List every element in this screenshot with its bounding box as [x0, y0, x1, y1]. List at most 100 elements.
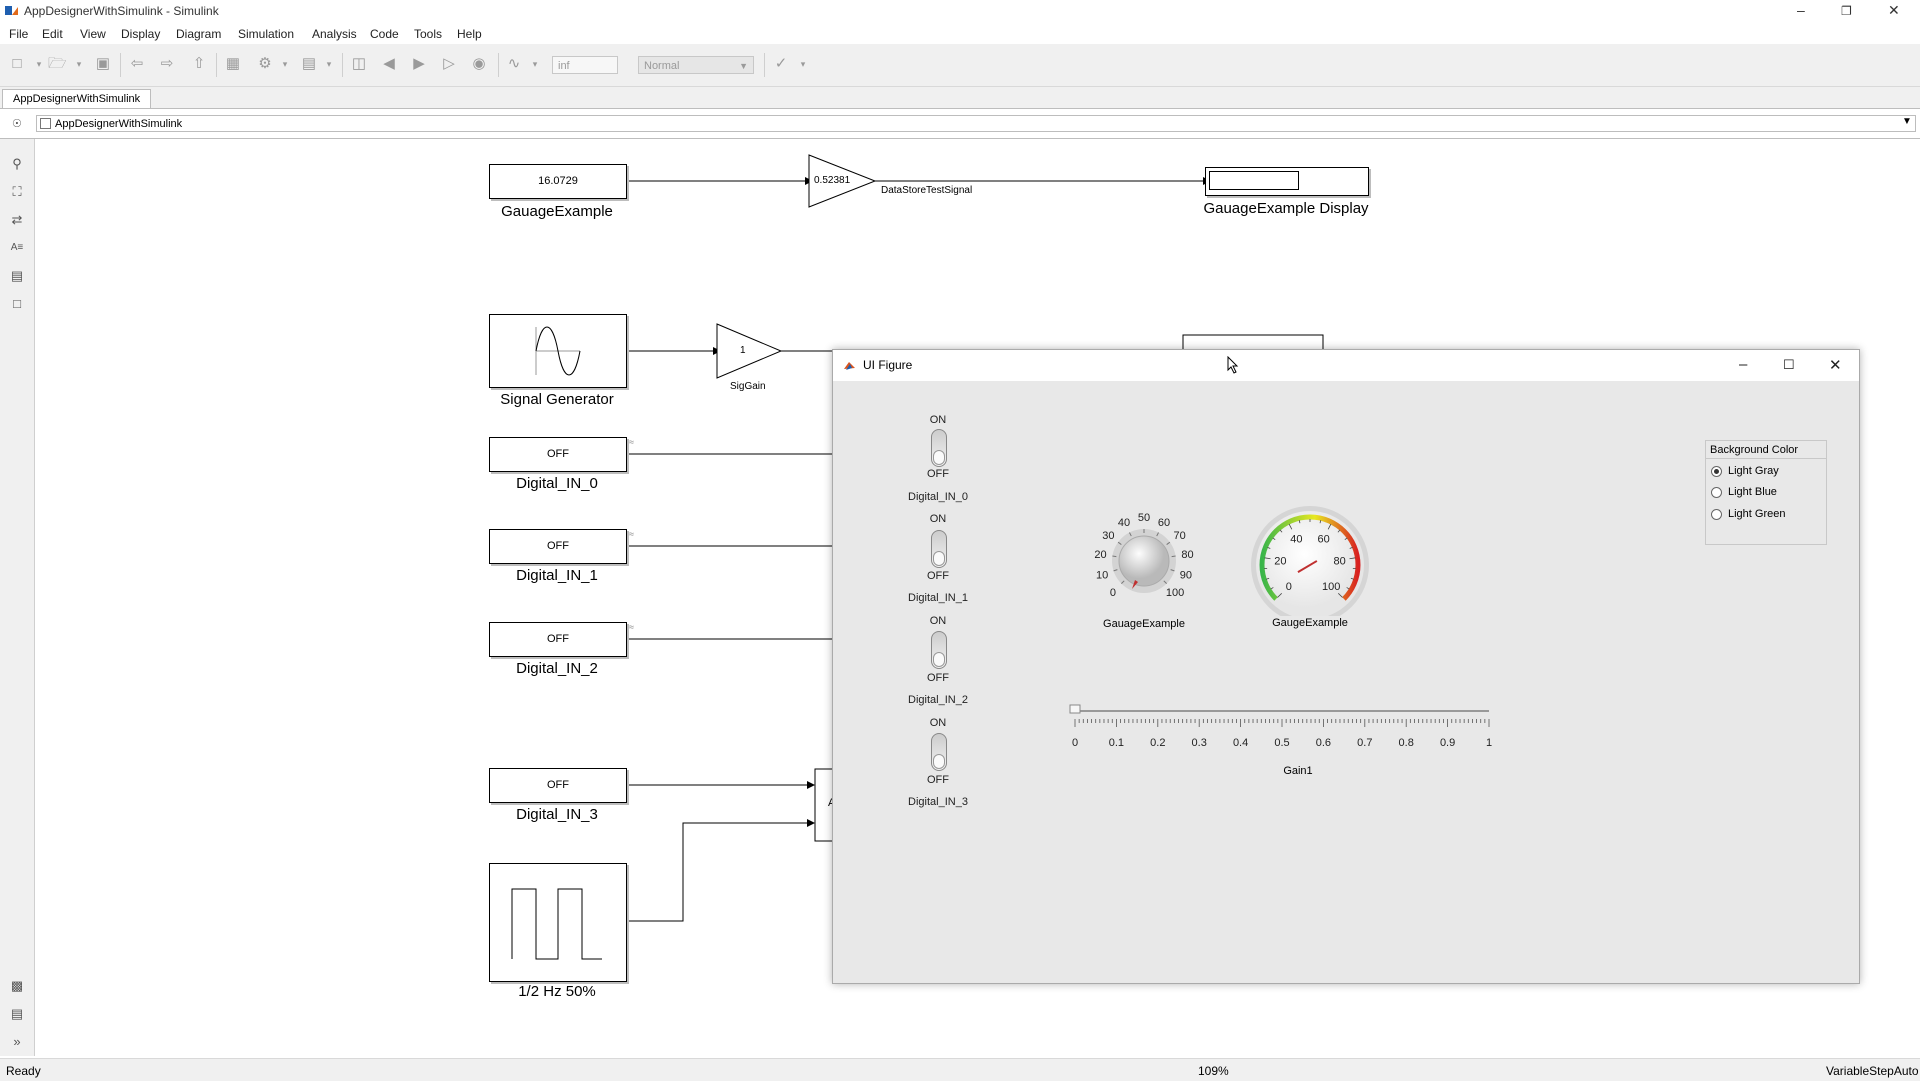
switch-digital-in-0[interactable] [931, 429, 947, 467]
digital-in-3-label[interactable]: Digital_IN_3 [469, 806, 645, 823]
panel-title: Background Color [1706, 441, 1826, 459]
gauge-tick-label: 60 [1317, 533, 1329, 545]
library-browser-icon[interactable]: ▦ [224, 55, 242, 73]
new-dropdown-icon[interactable]: ▾ [30, 55, 48, 73]
model-explorer-icon[interactable]: ▤ [300, 55, 318, 73]
switch-digital-in-1[interactable] [931, 530, 947, 568]
signal-name[interactable]: DataStoreTestSignal [881, 185, 972, 196]
model-settings-icon[interactable]: ⚙ [256, 55, 274, 73]
hide-browser-icon[interactable]: ☉ [12, 117, 22, 130]
pulse-label[interactable]: 1/2 Hz 50% [469, 983, 645, 1000]
minimize-button[interactable]: – [1797, 2, 1805, 18]
display-label[interactable]: GauageExample Display [1185, 200, 1387, 217]
signal-generator-label[interactable]: Signal Generator [469, 391, 645, 408]
new-model-icon[interactable]: □ [8, 55, 26, 73]
advisor-dropdown-icon[interactable]: ▾ [794, 55, 812, 73]
digital-in-1-block[interactable]: OFF [489, 529, 627, 564]
save-icon[interactable]: ▣ [94, 55, 112, 73]
run-icon[interactable]: ▶ [410, 55, 428, 73]
menu-code[interactable]: Code [370, 27, 399, 41]
digital-in-0-block[interactable]: OFF [489, 437, 627, 472]
menu-help[interactable]: Help [457, 27, 482, 41]
gauge-constant-label[interactable]: GauageExample [469, 203, 645, 220]
breadcrumb-model[interactable]: AppDesignerWithSimulink [55, 118, 182, 130]
step-back-icon[interactable]: ◀ [380, 55, 398, 73]
stop-icon[interactable]: ◉ [470, 55, 488, 73]
back-icon[interactable]: ⇦ [128, 55, 146, 73]
menu-tools[interactable]: Tools [414, 27, 442, 41]
model-advisor-icon[interactable]: ✓ [772, 55, 790, 73]
forward-icon[interactable]: ⇨ [158, 55, 176, 73]
settings-dropdown-icon[interactable]: ▾ [276, 55, 294, 73]
switch-digital-in-2[interactable] [931, 631, 947, 669]
knob-label: GauageExample [1094, 618, 1194, 630]
menu-file[interactable]: File [9, 27, 28, 41]
open-icon[interactable]: 🗁 [48, 55, 66, 73]
breadcrumb-dropdown-icon[interactable]: ▼ [1902, 116, 1912, 127]
sig-gain-label[interactable]: SigGain [730, 381, 766, 392]
zoom-icon[interactable]: ⚲ [9, 156, 25, 172]
matlab-logo-icon [843, 359, 856, 372]
window-title: AppDesignerWithSimulink - Simulink [24, 4, 219, 18]
digital-in-2-label[interactable]: Digital_IN_2 [469, 660, 645, 677]
menu-view[interactable]: View [80, 27, 106, 41]
minimize-button[interactable]: – [1739, 356, 1747, 373]
annotation-icon[interactable]: A≡ [9, 240, 25, 256]
menu-edit[interactable]: Edit [42, 27, 63, 41]
tab-model[interactable]: AppDesignerWithSimulink [2, 89, 151, 108]
menu-analysis[interactable]: Analysis [312, 27, 357, 41]
slider-thumb[interactable] [1070, 705, 1080, 713]
breadcrumb[interactable]: AppDesignerWithSimulink [36, 115, 1916, 132]
display-block[interactable] [1205, 167, 1369, 196]
image-icon[interactable]: ▤ [9, 268, 25, 284]
wireless-icon: ≈ [629, 437, 634, 447]
close-button[interactable]: ✕ [1829, 356, 1842, 374]
pulse-generator-block[interactable] [489, 863, 627, 982]
gauge-constant-block[interactable]: 16.0729 [489, 164, 627, 199]
explorer-dropdown-icon[interactable]: ▾ [320, 55, 338, 73]
simulation-mode-value: Normal [644, 60, 679, 72]
maximize-button[interactable]: ☐ [1783, 357, 1795, 373]
signal-generator-block[interactable] [489, 314, 627, 388]
scope-dropdown-icon[interactable]: ▾ [526, 55, 544, 73]
fit-to-view-icon[interactable]: ⛶ [9, 184, 25, 200]
gauge-tick-label: 40 [1290, 533, 1302, 545]
knob-tick-label: 30 [1102, 530, 1114, 542]
screenshot-icon[interactable]: ▩ [9, 978, 25, 994]
stop-time-input[interactable]: inf [552, 56, 618, 74]
sig-gain-value[interactable]: 1 [740, 345, 746, 356]
step-forward-icon[interactable]: ▷ [440, 55, 458, 73]
menu-simulation[interactable]: Simulation [238, 27, 294, 41]
ui-figure-title: UI Figure [863, 358, 912, 372]
switch-1-on-label: ON [908, 513, 968, 525]
simulink-logo-icon [5, 4, 18, 17]
gauge-constant-value: 16.0729 [538, 175, 578, 187]
gain1-value[interactable]: 0.52381 [814, 175, 850, 186]
area-icon[interactable]: □ [9, 296, 25, 312]
scope-icon[interactable]: ∿ [505, 55, 523, 73]
radio-label: Light Green [1728, 508, 1785, 520]
close-button[interactable]: ✕ [1888, 2, 1900, 19]
simulation-mode-select[interactable]: Normal▼ [638, 56, 754, 74]
knob-tick-label: 50 [1138, 512, 1150, 524]
solver-name[interactable]: VariableStepAuto [1826, 1064, 1919, 1078]
update-diagram-icon[interactable]: ◫ [350, 55, 368, 73]
slider-tick-labels: 0 0.1 0.2 0.3 0.4 0.5 0.6 0.7 0.8 0.9 1 [1063, 737, 1543, 753]
digital-in-3-block[interactable]: OFF [489, 768, 627, 803]
model-browser-icon[interactable]: ▤ [9, 1006, 25, 1022]
digital-in-2-block[interactable]: OFF [489, 622, 627, 657]
open-dropdown-icon[interactable]: ▾ [70, 55, 88, 73]
menu-diagram[interactable]: Diagram [176, 27, 221, 41]
expand-icon[interactable]: » [9, 1034, 25, 1050]
knob-tick-label: 0 [1110, 587, 1116, 599]
digital-in-1-label[interactable]: Digital_IN_1 [469, 567, 645, 584]
restore-button[interactable]: ❐ [1841, 4, 1852, 18]
up-icon[interactable]: ⇧ [190, 55, 208, 73]
ui-figure-title-bar[interactable]: UI Figure – ☐ ✕ [833, 350, 1859, 381]
arrow-swap-icon[interactable]: ⇄ [9, 212, 25, 228]
menu-display[interactable]: Display [121, 27, 160, 41]
switch-digital-in-3[interactable] [931, 733, 947, 771]
digital-in-0-label[interactable]: Digital_IN_0 [469, 475, 645, 492]
